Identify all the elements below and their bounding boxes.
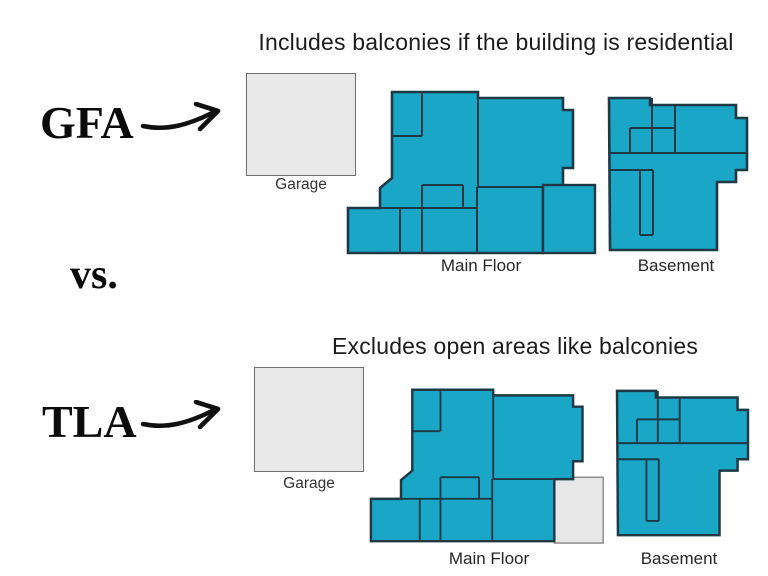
gfa-garage-box [246,73,356,176]
gfa-basement-plan [607,96,749,252]
gfa-title: Includes balconies if the building is re… [258,29,734,55]
gfa-term: GFA [40,97,134,148]
gfa-main-floor-plan [346,90,597,255]
tla-title: Excludes open areas like balconies [331,333,699,359]
tla-main-floor-plan [369,388,604,544]
tla-balcony-room-excluded [553,476,604,544]
tla-basement-label: Basement [640,549,718,568]
gfa-main-floor-label: Main Floor [440,256,522,275]
tla-garage-box [254,367,364,472]
gfa-arrow-right-icon [140,102,228,134]
vs-separator: vs. [70,252,118,298]
tla-main-floor-label: Main Floor [448,549,530,568]
gfa-balcony-room-included [541,183,597,255]
tla-garage-label: Garage [283,475,335,492]
gfa-garage-label: Garage [275,176,327,193]
gfa-basement-label: Basement [637,256,715,275]
tla-term: TLA [42,396,137,447]
tla-arrow-right-icon [140,400,228,432]
tla-basement-plan [615,389,750,537]
